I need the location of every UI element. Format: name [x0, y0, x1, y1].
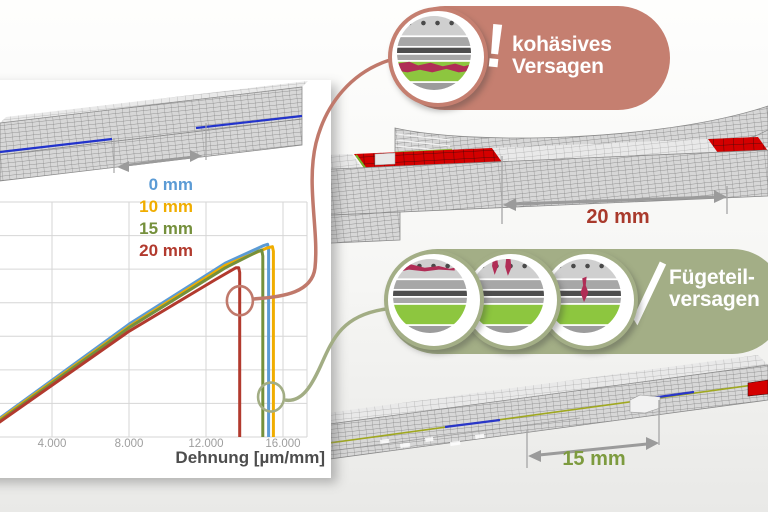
curve-15mm — [0, 248, 265, 437]
adhesive-layer-crack-icon — [388, 7, 488, 107]
cohesive-callout-text: kohäsives Versagen — [512, 33, 612, 78]
arrowhead-left — [117, 161, 129, 172]
arrowhead-left — [528, 450, 541, 462]
beam-top-face — [290, 355, 768, 428]
dimension-label-20mm: 20 mm — [586, 206, 650, 228]
extent-lines — [501, 156, 728, 224]
chart-legend: 0 mm 10 mm 15 mm 20 mm — [139, 174, 193, 262]
fem-specimen-15mm-adherend-failure — [290, 355, 768, 468]
arrowhead-right — [190, 150, 202, 162]
arrowhead-left — [503, 198, 516, 211]
beam-top-face — [0, 81, 308, 123]
x-tick-8.000: 8.000 — [114, 438, 144, 450]
failed-elements-red — [747, 379, 768, 397]
extent-lines — [526, 400, 660, 468]
chart-panel: 0 mm 10 mm 15 mm 20 mm 4.000 8.000 12.000 16.0… — [0, 80, 331, 478]
exclamation-icon: ! — [481, 11, 510, 82]
adherend-callout-text: Fügeteil- versagen — [669, 266, 760, 311]
dimension-label-15mm: 15 mm — [562, 448, 626, 470]
extent-lines — [113, 123, 207, 173]
arrowhead-right — [714, 190, 727, 203]
legend-item-15mm: 15 mm — [139, 219, 193, 238]
dimension-arrow-shaft — [538, 442, 648, 457]
gridlines — [0, 201, 308, 438]
joint-step-notch — [629, 394, 661, 414]
top-face-gray-mid — [492, 139, 718, 162]
curve-10mm — [0, 245, 275, 437]
callout-cohesive-failure: ! kohäsives Versagen — [388, 6, 670, 110]
legend-item-10mm: 10 mm — [139, 197, 193, 216]
x-tick-16.000: 16.000 — [265, 438, 301, 450]
lap-split-line — [299, 417, 581, 456]
dimension-arrow-shaft — [127, 155, 193, 167]
bondline-blue-left — [0, 137, 113, 154]
legend-item-0mm: 0 mm — [148, 175, 193, 194]
fracture-notch — [374, 152, 396, 166]
adherend-top-cracks-icon — [461, 250, 561, 350]
fem-specimen-20mm-cohesive-failure — [300, 105, 768, 245]
dimension-arrow-shaft — [513, 195, 716, 206]
adhesive-residue-right — [708, 137, 768, 153]
damaged-elements — [380, 433, 485, 448]
x-tick-4.000: 4.000 — [37, 438, 67, 450]
adherend-surface-crack-icon — [384, 250, 484, 350]
arrowhead-right — [646, 437, 659, 450]
x-tick-12.000: 12.000 — [188, 438, 224, 450]
callout-adherend-failure: Fügeteil- versagen — [384, 249, 768, 354]
legend-item-20mm: 20 mm — [139, 241, 193, 260]
curve-20mm — [0, 266, 242, 437]
x-axis-label: Dehnung [µm/mm] — [175, 448, 325, 467]
